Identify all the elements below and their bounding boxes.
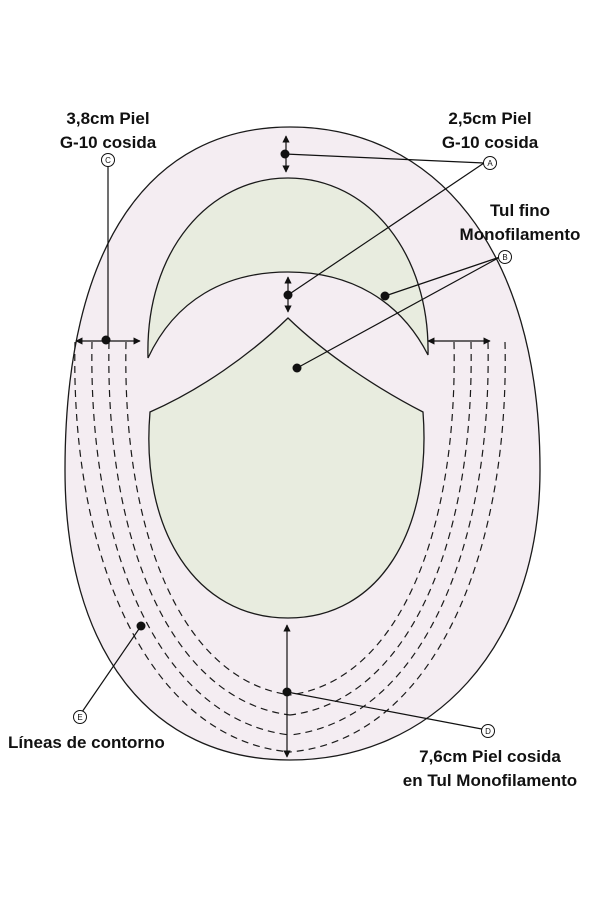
anchor-dots <box>101 149 390 697</box>
leader-lines <box>81 153 501 731</box>
svg-text:A: A <box>487 159 493 168</box>
marker-e: E <box>73 710 87 724</box>
label-c-line1: 3,8cm Piel <box>66 109 149 128</box>
svg-text:B: B <box>502 253 507 262</box>
top-mesh-panel <box>147 177 429 359</box>
label-b-line1: Tul fino <box>490 201 550 220</box>
contour-lines-left <box>74 341 291 753</box>
marker-b: B <box>498 250 512 264</box>
svg-text:D: D <box>485 727 491 736</box>
label-a-line1: 2,5cm Piel <box>448 109 531 128</box>
label-d-line2: en Tul Monofilamento <box>403 771 577 790</box>
label-b-line2: Monofilamento <box>460 225 581 244</box>
svg-text:C: C <box>105 156 111 165</box>
label-e: Líneas de contorno <box>8 733 165 752</box>
svg-text:E: E <box>77 713 82 722</box>
label-c-line2: G-10 cosida <box>60 133 157 152</box>
marker-d: D <box>481 724 495 738</box>
label-d-line1: 7,6cm Piel cosida <box>419 747 561 766</box>
contour-lines-right <box>289 341 506 753</box>
marker-a: A <box>483 156 497 170</box>
marker-c: C <box>101 153 115 167</box>
label-a-line2: G-10 cosida <box>442 133 539 152</box>
main-mesh-panel <box>148 317 425 619</box>
